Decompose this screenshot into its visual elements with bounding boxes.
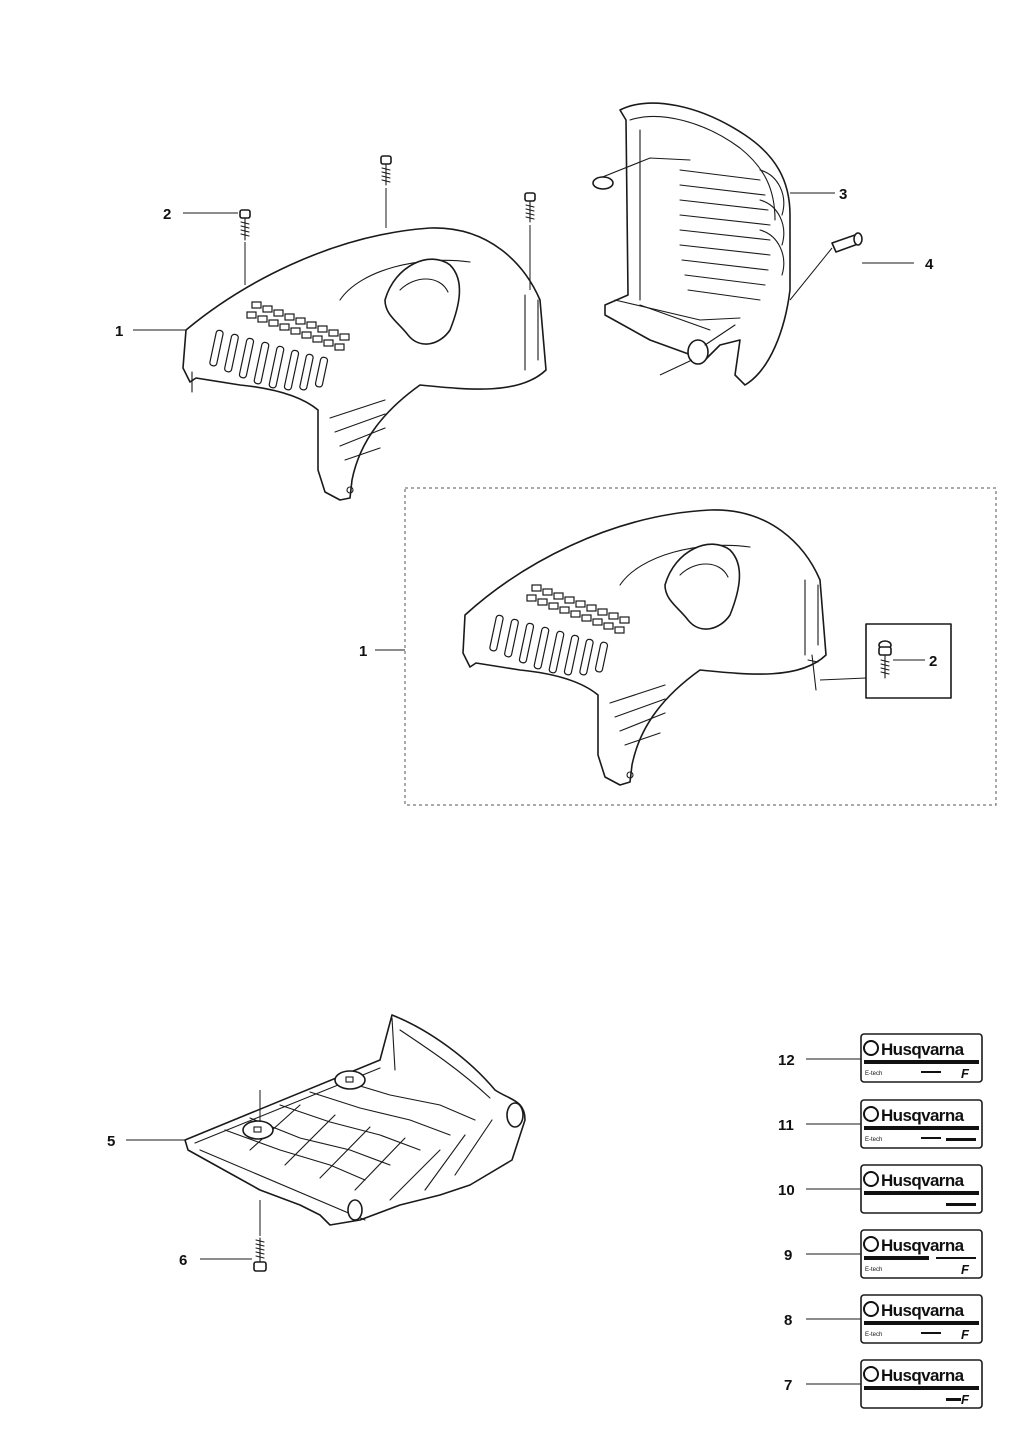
callout-11: 11 bbox=[778, 1117, 794, 1134]
callout-2-top: 2 bbox=[163, 206, 171, 223]
upper-grille bbox=[246, 301, 350, 351]
decal-brand-text: Husqvarna bbox=[881, 1171, 965, 1190]
callout-2-kit: 2 bbox=[929, 653, 937, 670]
callout-6: 6 bbox=[179, 1252, 187, 1269]
screw-2-middle[interactable] bbox=[380, 155, 392, 228]
front-vent-slots bbox=[209, 329, 329, 391]
decal-model-text: F bbox=[961, 1327, 970, 1342]
callout-9: 9 bbox=[784, 1247, 792, 1264]
crown-logo-icon bbox=[863, 1366, 879, 1382]
decal-line-text: E-tech bbox=[865, 1267, 882, 1273]
callout-12: 12 bbox=[778, 1052, 795, 1069]
callout-leaders bbox=[126, 192, 925, 1385]
decal-brand-text: Husqvarna bbox=[881, 1106, 965, 1125]
callout-3: 3 bbox=[839, 186, 847, 203]
screw-inset-box bbox=[865, 623, 952, 699]
callout-4: 4 bbox=[925, 256, 934, 273]
crown-logo-icon bbox=[863, 1236, 879, 1252]
callout-1-top: 1 bbox=[115, 323, 123, 340]
callout-5: 5 bbox=[107, 1133, 115, 1150]
screw-6[interactable] bbox=[253, 1200, 267, 1272]
decal-part-7[interactable]: Husqvarna F bbox=[860, 1359, 983, 1409]
kit-upper-grille bbox=[526, 584, 630, 634]
cylinder-cover-part-1[interactable] bbox=[182, 227, 547, 501]
decal-part-9[interactable]: Husqvarna E-tech F bbox=[860, 1229, 983, 1279]
decal-part-12[interactable]: Husqvarna E-tech F bbox=[860, 1033, 983, 1083]
filter-cover-part-3[interactable] bbox=[592, 102, 791, 386]
decal-model-text: F bbox=[961, 1262, 970, 1277]
screw-2-kit[interactable] bbox=[819, 640, 892, 681]
filter-grille bbox=[679, 169, 785, 301]
decal-model-text: F bbox=[961, 1392, 970, 1407]
decal-line-text: E-tech bbox=[865, 1137, 882, 1143]
kit-front-vent-slots bbox=[489, 614, 609, 676]
decal-brand-text: Husqvarna bbox=[881, 1366, 965, 1385]
decal-brand-text: Husqvarna bbox=[881, 1236, 965, 1255]
decal-part-8[interactable]: Husqvarna E-tech F bbox=[860, 1294, 983, 1344]
callout-10: 10 bbox=[778, 1182, 795, 1199]
kit-box bbox=[404, 487, 997, 806]
screw-2-right[interactable] bbox=[524, 192, 536, 290]
plate-ribs bbox=[224, 1079, 493, 1201]
callout-7: 7 bbox=[784, 1377, 792, 1394]
decal-line-text: E-tech bbox=[865, 1071, 882, 1077]
crown-logo-icon bbox=[863, 1171, 879, 1187]
screw-2-left[interactable] bbox=[239, 209, 251, 285]
cylinder-cover-kit-part-1[interactable] bbox=[462, 509, 827, 786]
screw-4[interactable] bbox=[789, 232, 863, 301]
callout-8: 8 bbox=[784, 1312, 792, 1329]
crown-logo-icon bbox=[863, 1301, 879, 1317]
decal-line-text: E-tech bbox=[865, 1332, 882, 1338]
callout-1-kit: 1 bbox=[359, 643, 367, 660]
decal-part-10[interactable]: Husqvarna bbox=[860, 1164, 983, 1214]
decal-brand-text: Husqvarna bbox=[881, 1040, 965, 1059]
crown-logo-icon bbox=[863, 1040, 879, 1056]
crown-logo-icon bbox=[863, 1106, 879, 1122]
decal-brand-text: Husqvarna bbox=[881, 1301, 965, 1320]
bottom-plate-part-5[interactable] bbox=[184, 1014, 526, 1226]
decal-part-11[interactable]: Husqvarna E-tech bbox=[860, 1099, 983, 1149]
decal-model-text: F bbox=[961, 1066, 970, 1081]
